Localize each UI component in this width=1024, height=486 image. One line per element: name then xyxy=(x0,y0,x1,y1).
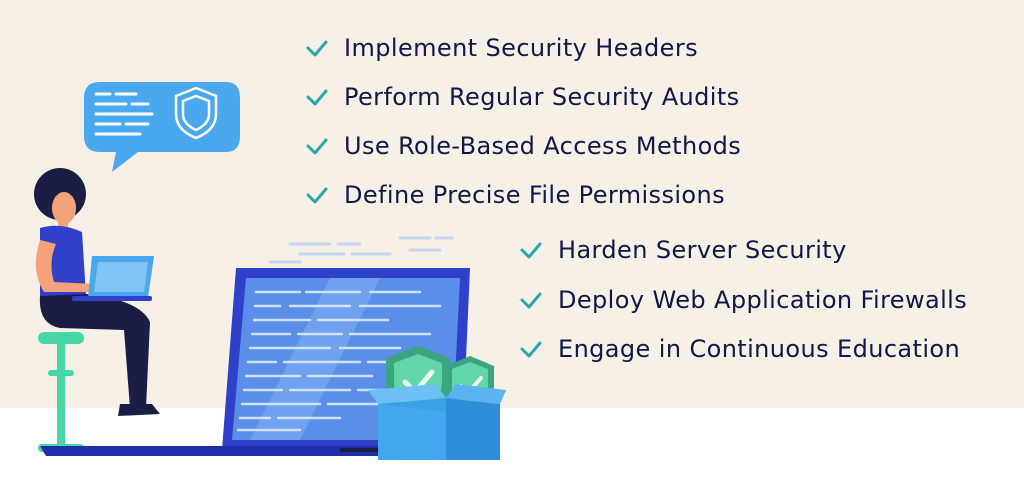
speech-bubble-icon xyxy=(84,82,240,172)
page-background xyxy=(0,0,1024,408)
list-item-label: Engage in Continuous Education xyxy=(558,335,961,363)
list-item-label: Define Precise File Permissions xyxy=(344,181,726,209)
check-icon xyxy=(306,40,328,57)
shield-icon xyxy=(174,86,218,140)
check-icon xyxy=(520,292,542,309)
list-item-label: Use Role-Based Access Methods xyxy=(344,132,742,160)
check-icon xyxy=(520,341,542,358)
open-box-icon xyxy=(368,384,506,460)
list-item: Harden Server Security xyxy=(520,234,847,266)
list-item: Use Role-Based Access Methods xyxy=(306,130,741,162)
list-item: Deploy Web Application Firewalls xyxy=(520,284,967,316)
check-icon xyxy=(306,138,328,155)
list-item-label: Perform Regular Security Audits xyxy=(344,83,740,111)
list-item: Perform Regular Security Audits xyxy=(306,81,740,113)
check-icon xyxy=(306,89,328,106)
check-icon xyxy=(520,242,542,259)
check-icon xyxy=(306,187,328,204)
list-item: Implement Security Headers xyxy=(306,32,698,64)
list-item: Define Precise File Permissions xyxy=(306,179,725,211)
list-item-label: Implement Security Headers xyxy=(344,34,698,62)
list-item-label: Deploy Web Application Firewalls xyxy=(558,286,968,314)
list-item: Engage in Continuous Education xyxy=(520,333,960,365)
person-illustration xyxy=(34,168,160,452)
list-item-label: Harden Server Security xyxy=(558,236,847,264)
